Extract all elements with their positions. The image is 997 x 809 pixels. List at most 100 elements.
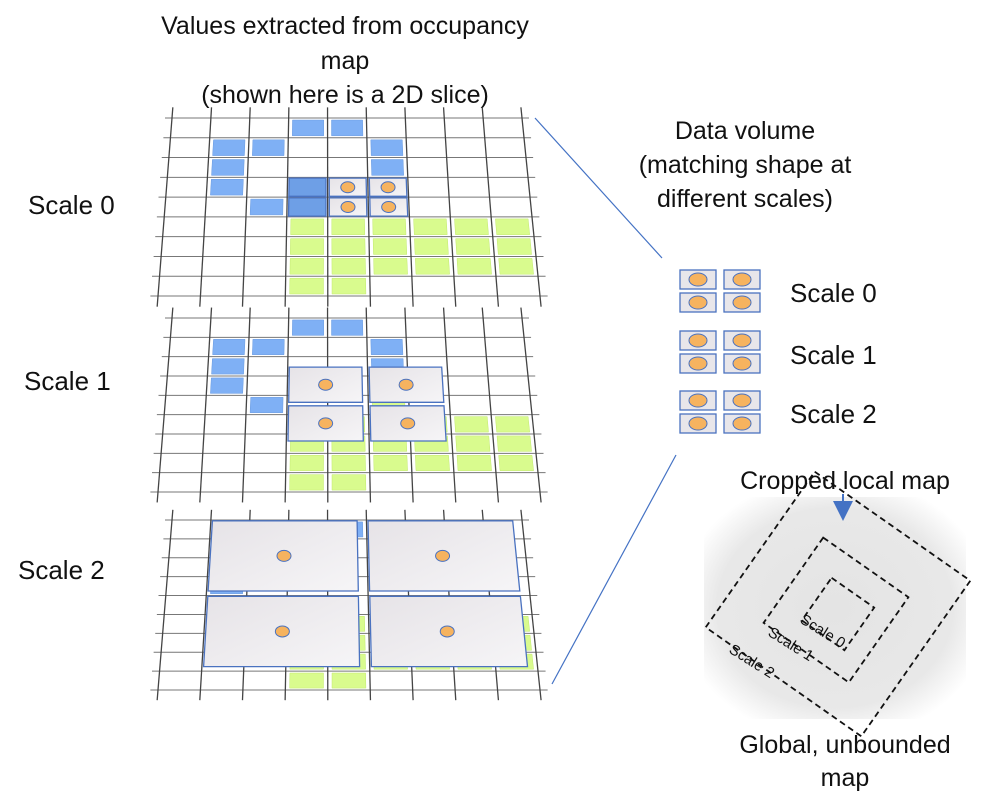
free-cell	[413, 218, 448, 235]
data-volume-title-1: Data volume	[674, 117, 816, 145]
grid-line-vline	[520, 307, 542, 503]
volume-dot	[688, 416, 708, 431]
volume-dot	[732, 393, 752, 408]
grid-line-vline	[442, 307, 457, 503]
grid-line-vline	[156, 509, 174, 701]
data-volume-scale-1	[679, 330, 761, 374]
sample-dot	[340, 201, 356, 213]
sample-dot	[318, 417, 334, 430]
free-cell	[454, 218, 489, 235]
sample-dot	[439, 625, 455, 638]
free-cell	[373, 258, 408, 275]
global-map-label-1: Global, unbounded	[739, 731, 951, 759]
grid-line-vline	[284, 307, 290, 503]
layer-label-scale-1: Scale 1	[24, 366, 111, 396]
global-map-label-2: map	[820, 764, 870, 792]
occupancy-layer-scale-0	[150, 107, 548, 307]
occupied-cell	[370, 139, 404, 156]
free-cell	[455, 435, 491, 452]
grid-line-vline	[241, 307, 251, 503]
free-cell	[289, 258, 324, 275]
free-cell	[456, 258, 492, 275]
highlight-block	[287, 197, 327, 217]
free-cell	[289, 277, 324, 295]
free-cell	[289, 672, 324, 689]
grid-line-vline	[199, 509, 213, 701]
scale-0-box	[800, 576, 876, 652]
data-volume-label-scale-1: Scale 1	[790, 340, 877, 370]
grid-line-vline	[241, 107, 251, 307]
data-volume-label-scale-0: Scale 0	[790, 278, 877, 308]
grid-line-vline	[404, 307, 414, 503]
layer-label-scale-2: Scale 2	[18, 555, 105, 585]
volume-dot	[688, 295, 708, 310]
free-cell	[331, 455, 366, 471]
occupied-cell	[249, 397, 284, 413]
occupied-cell	[249, 198, 284, 216]
free-cell	[415, 258, 450, 275]
sample-dot	[380, 181, 396, 194]
grid-line-vline	[442, 107, 457, 307]
occupied-cell	[211, 159, 245, 176]
free-cell	[498, 258, 534, 275]
free-cell	[290, 218, 324, 235]
layer-label-scale-0: Scale 0	[28, 190, 115, 220]
grid-line-vline	[404, 107, 414, 307]
free-cell	[331, 238, 366, 255]
volume-dot	[732, 295, 752, 310]
free-cell	[373, 455, 408, 471]
sample-dot	[318, 378, 334, 391]
grid-line-vline	[365, 509, 372, 701]
occupied-cell	[211, 358, 245, 375]
free-cell	[372, 238, 408, 255]
occupied-cell	[210, 377, 244, 394]
free-cell	[496, 435, 532, 452]
free-cell	[331, 474, 367, 491]
free-cell	[454, 416, 489, 433]
sample-dot	[381, 201, 397, 213]
connector-line-bottom	[551, 454, 677, 685]
grid-line-vline	[156, 107, 174, 307]
data-volume-scale-2	[679, 390, 761, 434]
occupied-cell	[210, 179, 244, 196]
grid-line-vline	[284, 107, 290, 307]
sample-dot	[340, 181, 356, 194]
free-cell	[331, 277, 367, 295]
header-line-3: (shown here is a 2D slice)	[201, 81, 489, 109]
volume-dot	[732, 272, 752, 287]
grid-line-vline	[199, 307, 213, 503]
grid-line-vline	[365, 307, 372, 503]
free-cell	[290, 238, 324, 255]
grid-line-vline	[481, 307, 500, 503]
occupied-cell	[212, 339, 246, 355]
occupied-cell	[252, 139, 285, 156]
volume-dot	[688, 333, 708, 348]
free-cell	[456, 455, 492, 471]
scale-2-box	[704, 470, 972, 738]
global-map-area	[704, 497, 966, 719]
volume-dot	[732, 356, 752, 371]
occupied-cell	[370, 339, 404, 355]
free-cell	[498, 455, 534, 471]
free-cell	[331, 672, 367, 689]
sample-dot	[274, 625, 290, 638]
sample-dot	[400, 417, 416, 430]
sample-dot	[398, 378, 414, 391]
free-cell	[495, 218, 530, 235]
free-cell	[289, 474, 324, 491]
grid-line-vline	[199, 107, 213, 307]
volume-dot	[688, 393, 708, 408]
sample-dot	[276, 549, 292, 562]
free-cell	[414, 238, 449, 255]
occupancy-layer-scale-2	[150, 509, 548, 701]
free-cell	[372, 218, 407, 235]
connector-line-top	[534, 117, 663, 259]
data-volume-title-3: different scales)	[656, 185, 833, 213]
header-line-1: Values extracted from occupancy	[161, 12, 529, 40]
occupied-cell	[292, 319, 324, 336]
volume-dot	[688, 272, 708, 287]
grid-line-vline	[365, 107, 372, 307]
free-cell	[495, 416, 530, 433]
free-cell	[496, 238, 532, 255]
